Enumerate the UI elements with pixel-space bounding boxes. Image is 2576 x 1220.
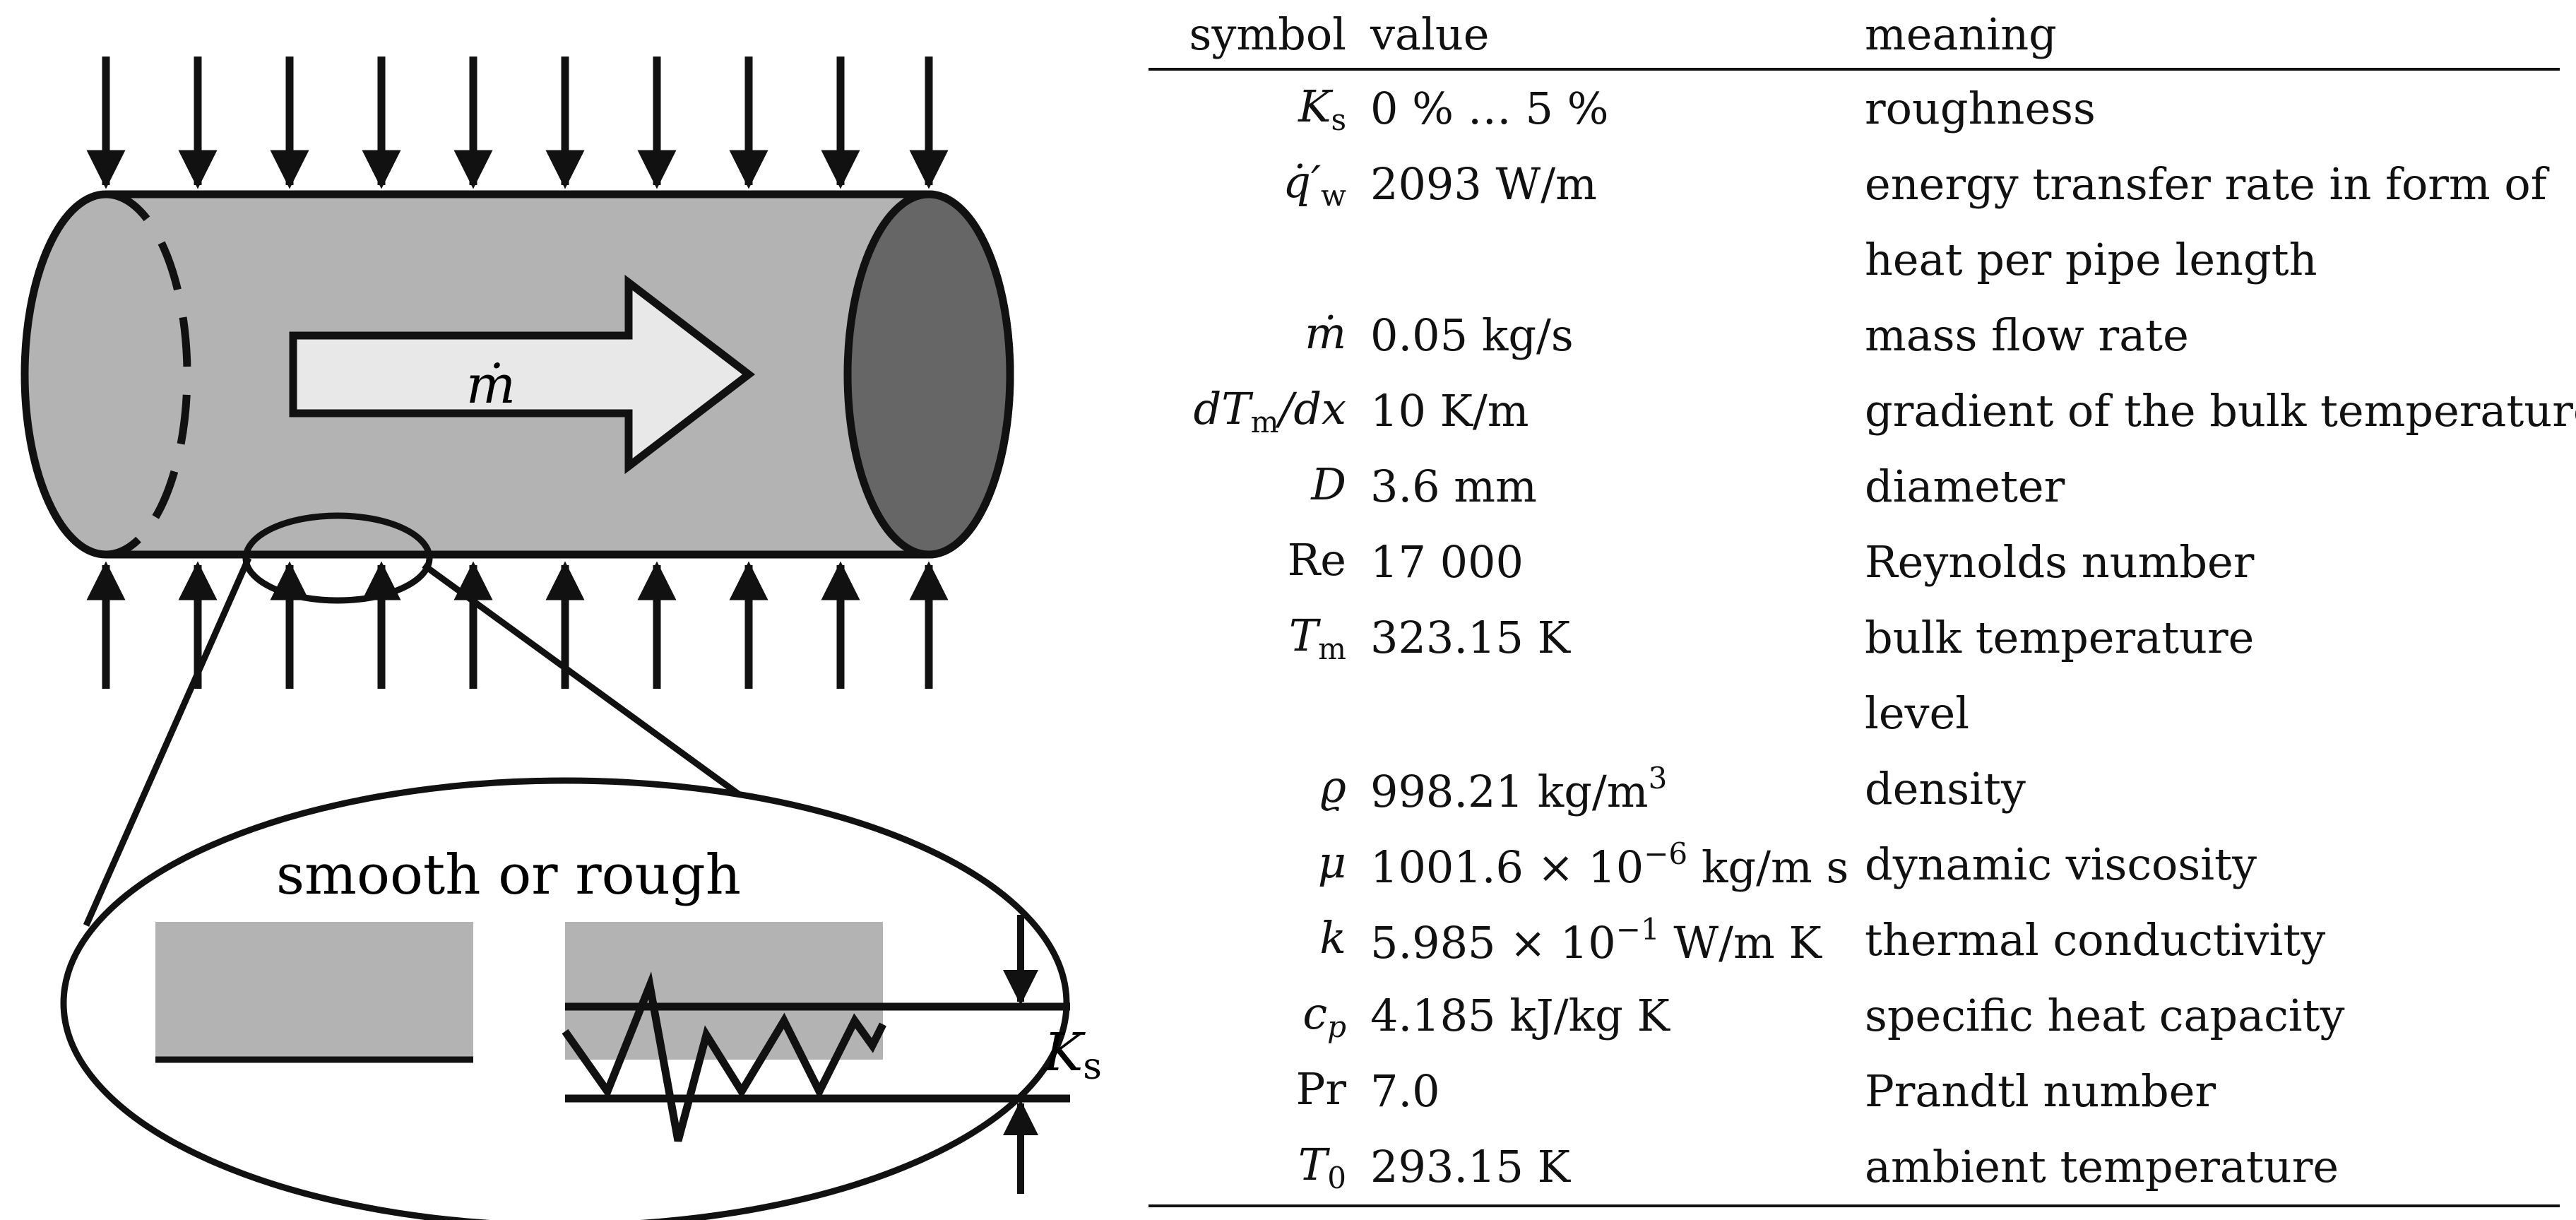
row-symbol: dTm/dx	[1193, 382, 1346, 439]
row-symbol: cp	[1302, 987, 1346, 1044]
row-meaning: bulk temperature	[1865, 612, 2255, 663]
heat-flux-arrows-bottom	[86, 561, 949, 689]
row-meaning: specific heat capacity	[1865, 990, 2345, 1041]
row-value: 1001.6 × 10−6 kg/m s	[1370, 836, 1849, 893]
table-header-row: symbol value meaning	[1148, 0, 2560, 69]
row-symbol: q̇′w	[1283, 155, 1346, 213]
table-row: D 3.6 mm diameter	[1148, 449, 2560, 524]
row-value: 293.15 K	[1370, 1141, 1570, 1192]
zoom-line-left	[83, 557, 252, 927]
row-meaning: diameter	[1865, 461, 2065, 512]
table-row: ṁ 0.05 kg/s mass flow rate	[1148, 297, 2560, 373]
roughness-label: Ks	[1043, 1022, 1102, 1088]
table-row: k 5.985 × 10−1 W/m K thermal conductivit…	[1148, 902, 2560, 978]
row-meaning: ambient temperature	[1865, 1141, 2339, 1192]
row-value	[1370, 222, 1865, 297]
row-meaning: thermal conductivity	[1865, 914, 2326, 966]
row-meaning: energy transfer rate in form of	[1865, 158, 2547, 210]
row-value	[1370, 675, 1865, 751]
table-row: q̇′w 2093 W/m energy transfer rate in fo…	[1148, 146, 2560, 222]
table-row: Ks 0 % … 5 % roughness	[1148, 69, 2560, 146]
row-symbol: ṁ	[1305, 307, 1346, 359]
row-value: 5.985 × 10−1 W/m K	[1370, 911, 1822, 969]
row-symbol: T0	[1298, 1138, 1346, 1195]
row-value: 0 % … 5 %	[1370, 83, 1609, 134]
row-meaning: Reynolds number	[1865, 536, 2255, 588]
table-row: heat per pipe length	[1148, 222, 2560, 297]
row-meaning: level	[1865, 687, 1970, 739]
row-value: 998.21 kg/m3	[1370, 760, 1668, 817]
row-symbol: D	[1311, 458, 1346, 510]
table-row: Pr 7.0 Prandtl number	[1148, 1053, 2560, 1129]
pipe-hidden-rim	[105, 190, 191, 559]
row-value: 4.185 kJ/kg K	[1370, 990, 1670, 1041]
rough-profile	[562, 971, 886, 1142]
header-meaning: meaning	[1865, 8, 2057, 60]
row-meaning: gradient of the bulk temperature	[1865, 385, 2576, 437]
row-value: 3.6 mm	[1370, 461, 1537, 512]
flow-label: ṁ	[466, 355, 516, 415]
row-value: 323.15 K	[1370, 612, 1570, 663]
table-row: Re 17 000 Reynolds number	[1148, 524, 2560, 600]
row-value: 0.05 kg/s	[1370, 309, 1574, 361]
row-value: 17 000	[1370, 536, 1524, 588]
row-symbol: ϱ	[1320, 760, 1346, 812]
table-row: Tm 323.15 K bulk temperature	[1148, 600, 2560, 675]
row-meaning: mass flow rate	[1865, 309, 2189, 361]
row-meaning: density	[1865, 763, 2026, 815]
flow-arrow	[289, 274, 756, 475]
heat-flux-arrows-top	[86, 57, 949, 189]
row-symbol	[1148, 675, 1370, 751]
row-meaning: Prandtl number	[1865, 1065, 2216, 1117]
row-symbol: μ	[1317, 836, 1346, 888]
table-row: cp 4.185 kJ/kg K specific heat capacity	[1148, 978, 2560, 1053]
table-row: level	[1148, 675, 2560, 751]
row-symbol: k	[1319, 911, 1346, 964]
row-meaning: dynamic viscosity	[1865, 839, 2257, 890]
smooth-surface-sample	[155, 922, 473, 1060]
row-symbol	[1148, 222, 1370, 297]
row-symbol: Pr	[1295, 1062, 1346, 1115]
row-symbol: Re	[1287, 533, 1346, 586]
parameter-table: symbol value meaning Ks 0 % … 5 % roughn…	[1148, 0, 2576, 1207]
table-row: ϱ 998.21 kg/m3 density	[1148, 751, 2560, 827]
table-row: μ 1001.6 × 10−6 kg/m s dynamic viscosity	[1148, 827, 2560, 902]
pipe-diagram: ṁ smooth or rough Ks	[20, 57, 1102, 1220]
table-row: T0 293.15 K ambient temperature	[1148, 1129, 2560, 1206]
pipe-figure: ṁ smooth or rough Ks	[0, 0, 1130, 1220]
row-meaning: roughness	[1865, 83, 2096, 134]
row-symbol: Tm	[1288, 609, 1346, 666]
header-value: value	[1370, 8, 1490, 60]
pipe-end-face	[843, 190, 1014, 559]
header-symbol: symbol	[1189, 8, 1346, 60]
row-meaning: heat per pipe length	[1865, 234, 2317, 285]
row-value: 2093 W/m	[1370, 158, 1597, 210]
surface-label: smooth or rough	[276, 843, 741, 907]
row-symbol: Ks	[1298, 80, 1346, 137]
table-row: dTm/dx 10 K/m gradient of the bulk tempe…	[1148, 373, 2576, 449]
rough-surface-sample	[565, 922, 883, 1060]
row-value: 7.0	[1370, 1065, 1440, 1117]
row-value: 10 K/m	[1370, 385, 1529, 437]
